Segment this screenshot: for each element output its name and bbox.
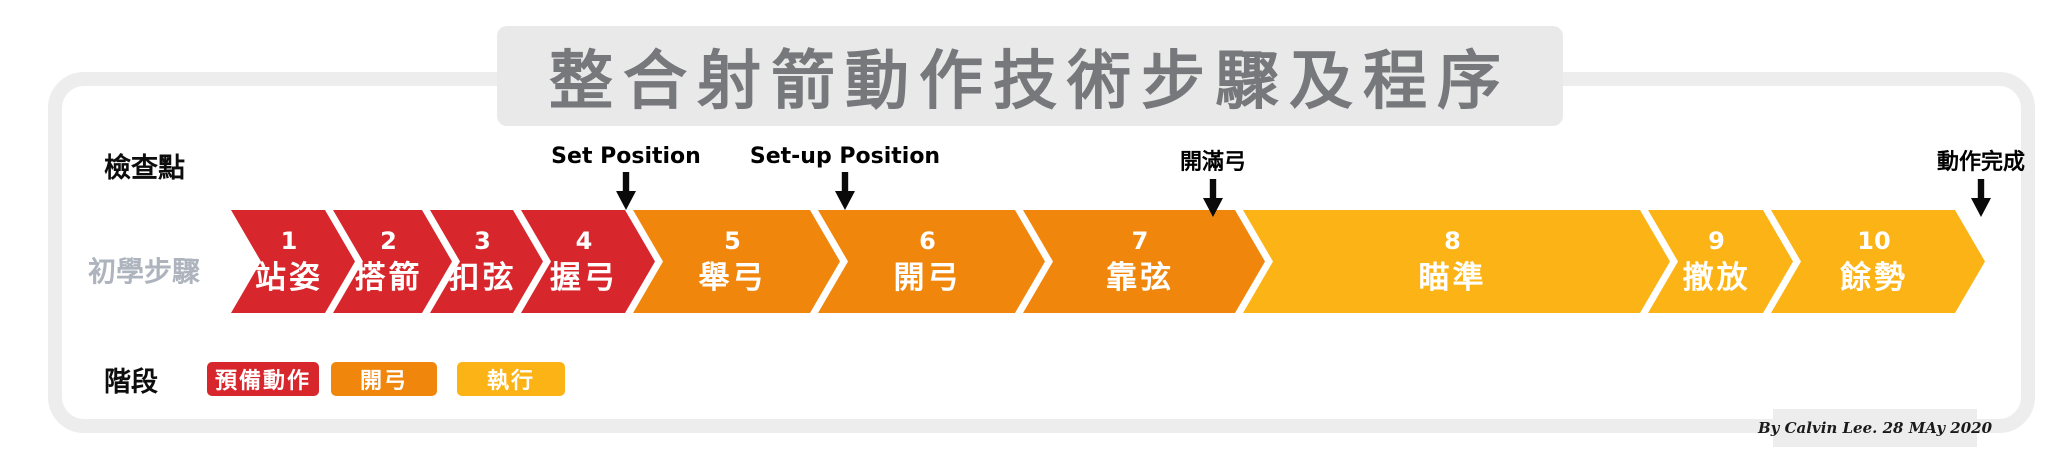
step-label: 扣弦 — [448, 260, 517, 296]
step-number: 1 — [280, 227, 298, 255]
row-label-steps: 初學步驟 — [88, 255, 201, 288]
step-number: 4 — [575, 227, 593, 255]
step-label: 搭箭 — [354, 260, 423, 296]
step-label: 握弓 — [550, 260, 618, 296]
down-arrow-icon — [616, 172, 636, 210]
step-arrow-8: 8 瞄準 — [1235, 210, 1670, 313]
title-banner: 整合射箭動作技術步驟及程序 — [497, 26, 1563, 126]
row-label-checkpoints: 檢查點 — [104, 153, 185, 184]
stage-badge-execution: 執行 — [457, 362, 565, 396]
step-number: 5 — [724, 227, 741, 255]
step-number: 8 — [1444, 227, 1461, 255]
step-number: 7 — [1131, 227, 1149, 255]
step-arrow-6: 6 開弓 — [810, 210, 1045, 313]
checkpoint-label: Set Position — [551, 144, 701, 169]
stage-badge-preparation: 預備動作 — [207, 362, 319, 396]
stage-label: 執行 — [486, 369, 535, 394]
step-arrow-1: 1 站姿 — [223, 210, 355, 313]
step-label: 開弓 — [893, 260, 962, 296]
step-number: 6 — [919, 227, 936, 255]
checkpoint-full-draw: 開滿弓 — [1180, 144, 1246, 217]
checkpoint-label: Set-up Position — [749, 144, 941, 169]
stage-badge-draw: 開弓 — [331, 362, 437, 396]
credit-banner: By Calvin Lee. 28 MAy 2020 — [1758, 409, 1992, 447]
step-label: 舉弓 — [698, 260, 767, 296]
step-label: 站姿 — [255, 260, 323, 296]
step-label: 靠弦 — [1106, 260, 1174, 296]
step-number: 10 — [1857, 227, 1891, 255]
down-arrow-icon — [1202, 179, 1223, 217]
stage-label: 開弓 — [359, 369, 408, 394]
credit-text: By Calvin Lee. 28 MAy 2020 — [1758, 419, 1993, 437]
page-title: 整合射箭動作技術步驟及程序 — [549, 45, 1511, 119]
checkpoint-set-position: Set Position — [551, 144, 701, 210]
step-label: 撤放 — [1682, 260, 1751, 296]
step-label: 餘勢 — [1840, 260, 1908, 296]
checkpoint-setup-position: Set-up Position — [750, 144, 940, 210]
step-arrow-7: 7 靠弦 — [1015, 210, 1265, 313]
step-label: 瞄準 — [1418, 260, 1487, 296]
step-number: 3 — [474, 227, 491, 255]
down-arrow-icon — [1970, 179, 1991, 217]
step-arrow-3: 3 扣弦 — [422, 210, 543, 313]
checkpoint-label: 開滿弓 — [1179, 150, 1247, 175]
stage-label: 預備動作 — [214, 369, 311, 394]
step-number: 2 — [380, 227, 397, 255]
checkpoint-label: 動作完成 — [1936, 150, 2026, 175]
down-arrow-icon — [834, 172, 855, 210]
checkpoint-motion-complete: 動作完成 — [1937, 144, 2025, 217]
step-number: 9 — [1708, 227, 1725, 255]
row-label-stages: 階段 — [104, 367, 158, 398]
